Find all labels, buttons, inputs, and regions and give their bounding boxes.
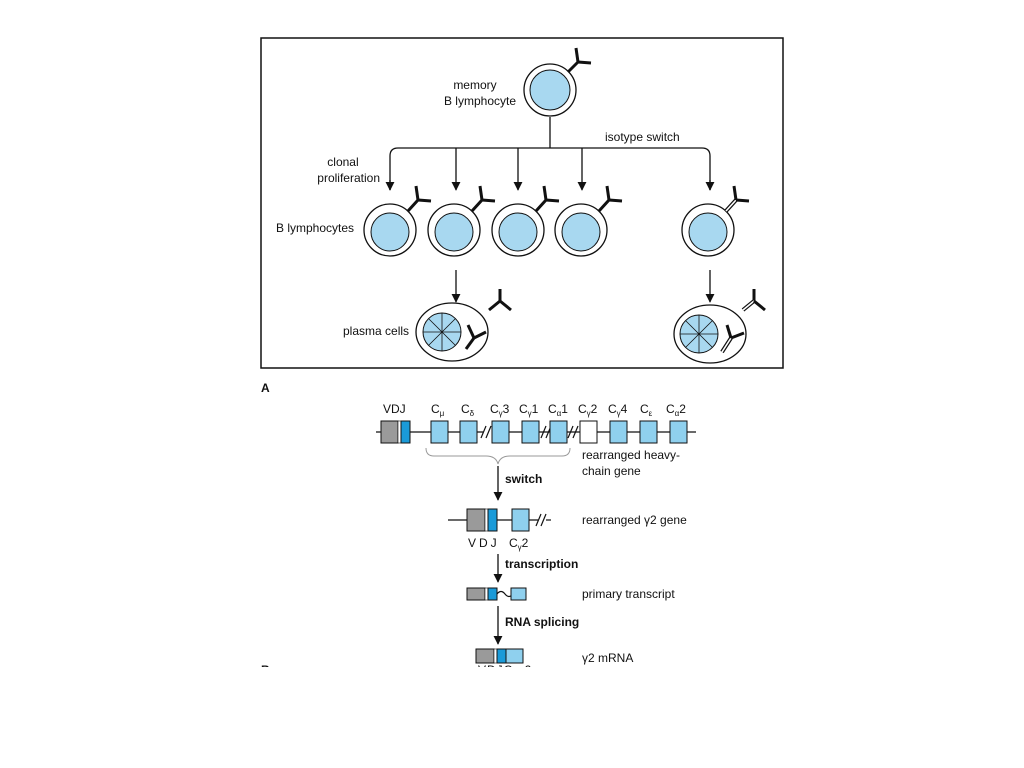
memory-label-line1: memory	[453, 78, 496, 92]
v-segment	[466, 508, 486, 532]
rearranged-g2-gene	[448, 508, 551, 532]
antibody-icon	[534, 185, 560, 213]
antibody-icon	[566, 47, 592, 74]
rearranged-heavy-chain-label: rearranged heavy- chain gene	[582, 448, 683, 478]
plasma-cell-switched	[673, 289, 766, 364]
c-gamma1-label: Cγ1	[519, 402, 539, 418]
b-lymphocyte	[491, 185, 560, 257]
b-lymphocyte	[363, 185, 432, 257]
j-segment	[400, 420, 411, 444]
exon-c-epsilon	[639, 420, 658, 444]
panel-b: VDJ Cμ Cδ Cγ3 Cγ1 Cα1 Cγ2 Cγ4 Cε Cα2	[376, 402, 696, 665]
exon-c-gamma3	[491, 420, 510, 444]
antibody-icon	[464, 324, 487, 350]
rearranged-g2-label: rearranged γ2 gene	[582, 513, 687, 527]
exon-c-gamma2	[511, 508, 530, 532]
exon-c-alpha2	[669, 420, 688, 444]
b-lymphocytes-label: B lymphocytes	[276, 221, 354, 235]
deleted-region-brace	[425, 447, 571, 465]
exon-c-alpha1	[549, 420, 568, 444]
memory-b-lymphocyte	[523, 47, 592, 117]
b-lymphocyte	[427, 185, 496, 257]
secreted-switched-antibody-icon	[741, 289, 766, 312]
g2-mrna	[475, 648, 524, 664]
memory-b-lymphocyte-label: memory B lymphocyte	[444, 78, 516, 108]
isotype-switch-label: isotype switch	[605, 130, 680, 144]
vdj-label: VDJ	[383, 402, 406, 416]
exon-c-gamma4	[609, 420, 628, 444]
b-lymphocyte	[554, 185, 623, 257]
c-mu-label: Cμ	[431, 402, 445, 418]
c-delta-label: Cδ	[461, 402, 475, 418]
secreted-antibody-icon	[488, 289, 512, 312]
nucleus-spokes	[680, 315, 718, 353]
exon-c-mu	[430, 420, 449, 444]
antibody-icon	[597, 185, 623, 213]
antibody-icon	[470, 185, 496, 213]
memory-label-line2: B lymphocyte	[444, 94, 516, 108]
transcription-label: transcription	[505, 557, 578, 571]
antibody-icon	[406, 185, 432, 213]
c-alpha1-label: Cα1	[548, 402, 568, 418]
white-mask	[0, 667, 1024, 768]
b-lymphocyte-switched	[681, 185, 750, 257]
panel-a-label: A	[261, 381, 270, 395]
j-segment	[487, 508, 498, 532]
panel-a-border	[260, 37, 784, 369]
c-gamma4-label: Cγ4	[608, 402, 628, 418]
c-gamma2-label: Cγ2	[578, 402, 598, 418]
c-gamma2-label: Cγ2	[509, 536, 529, 552]
plasma-cell	[415, 289, 512, 362]
rna-splicing-label: RNA splicing	[505, 615, 579, 629]
clonal-proliferation-label: clonal proliferation	[317, 155, 380, 185]
c-segment-labels: Cμ Cδ Cγ3 Cγ1 Cα1 Cγ2 Cγ4 Cε Cα2	[431, 402, 686, 418]
nucleus-spokes	[423, 313, 461, 351]
panel-a: memory B lymphocyte isotype switch clona…	[260, 37, 784, 369]
switch-label: switch	[505, 472, 542, 486]
exon-c-delta	[459, 420, 478, 444]
plasma-cells-label: plasma cells	[343, 324, 409, 338]
vdj-spaced-label: VDJ	[468, 536, 500, 550]
v-segment	[380, 420, 399, 444]
exon-c-gamma2	[579, 420, 598, 444]
c-gamma3-label: Cγ3	[490, 402, 510, 418]
c-alpha2-label: Cα2	[666, 402, 686, 418]
exon-c-gamma1	[521, 420, 540, 444]
switched-antibody-icon	[724, 185, 750, 213]
switched-antibody-icon	[720, 324, 745, 354]
lineage-tree	[385, 117, 715, 191]
primary-transcript-label: primary transcript	[582, 587, 675, 601]
g2-mrna-label: γ2 mRNA	[582, 651, 633, 665]
heavy-chain-locus	[376, 420, 696, 444]
primary-transcript	[466, 587, 527, 601]
c-epsilon-label: Cε	[640, 402, 653, 418]
